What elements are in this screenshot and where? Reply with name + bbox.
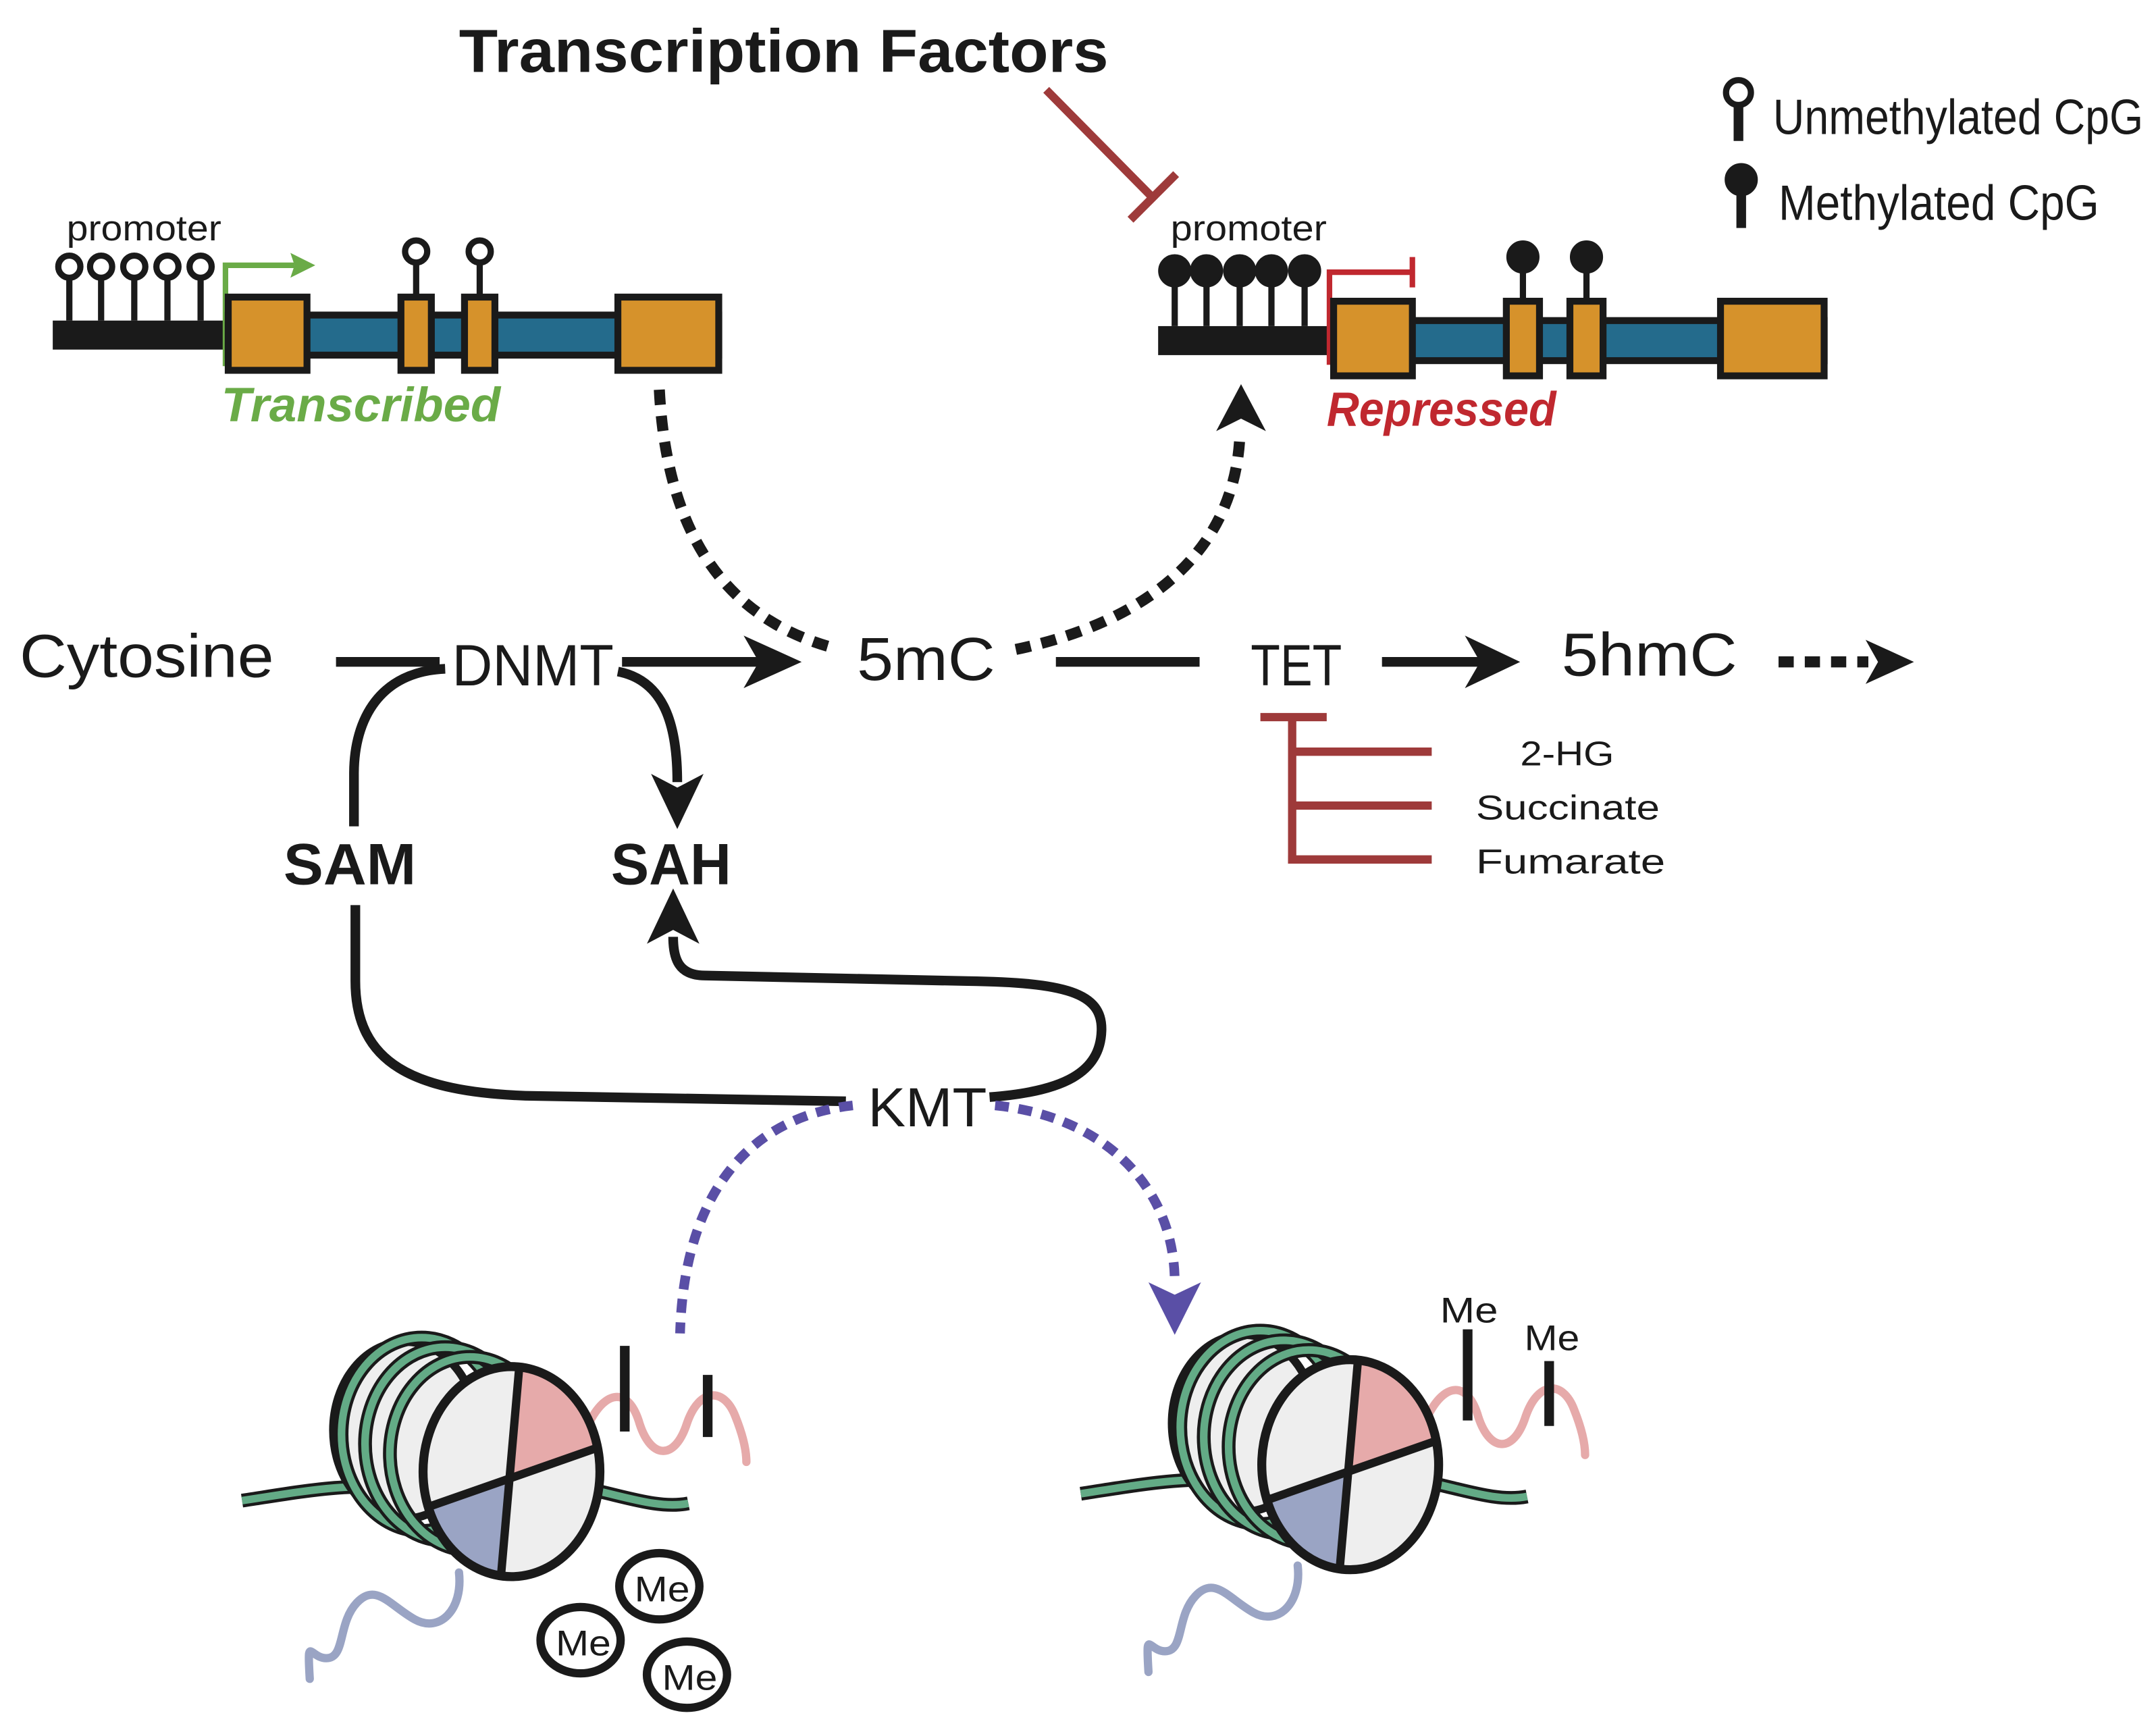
dotted-link-gene-to-5mc — [654, 389, 831, 652]
legend-unmethylated-label: Unmethylated CpG — [1773, 88, 2143, 145]
inhibitor-fumarate: Fumarate — [1476, 842, 1665, 881]
exon-1-right — [1330, 297, 1416, 379]
gene-body-unmethylated-cpgs — [402, 237, 494, 297]
5hmc-label: 5hmC — [1562, 621, 1737, 689]
gene-state-repressed: Repressed — [1327, 382, 1557, 436]
purple-dotted-from-nucleosome — [675, 1100, 853, 1334]
exon-2-left — [397, 293, 435, 374]
free-methyl-groups: Me Me Me — [536, 1548, 731, 1712]
promoter-label-right: promoter — [1171, 209, 1327, 248]
methyl-group-circle — [536, 1602, 625, 1678]
sam-label: SAM — [284, 833, 416, 897]
inhibitor-2hg: 2-HG — [1520, 735, 1614, 773]
promoter-unmethylated-cpgs — [55, 252, 215, 321]
unmethylated-cpg-icon — [1723, 77, 1754, 141]
dotted-arrowhead-up — [1216, 384, 1266, 431]
curve-dnmt-sam — [349, 664, 446, 827]
promoter-label-left: promoter — [67, 209, 221, 248]
tf-inhibition-symbol — [1043, 86, 1180, 223]
promoter-bar-right — [1158, 325, 1336, 355]
nucleosome-methylated — [1080, 1323, 1589, 1677]
cytosine-label: Cytosine — [20, 623, 274, 691]
arrowhead-dnmt-5mc — [743, 635, 802, 689]
purple-arrowhead-down — [1148, 1282, 1201, 1335]
gene-body-methylated-cpgs — [1506, 240, 1604, 302]
arrowhead-tet-5hmc — [1465, 635, 1521, 689]
methyl-mark-label-2: Me — [1524, 1318, 1579, 1358]
methyl-mark-label-1: Me — [1440, 1290, 1498, 1330]
gene-state-transcribed: Transcribed — [221, 378, 502, 432]
legend: Unmethylated CpG Methylated CpG — [1723, 77, 2143, 230]
gene-transcribed: promoter Transcribed — [53, 209, 722, 432]
exon-2-right — [1502, 297, 1544, 379]
histone-tail-blue — [305, 1568, 464, 1683]
methyl-group-label: Me — [556, 1623, 611, 1663]
inhibitor-succinate: Succinate — [1476, 788, 1660, 827]
unmodified-lysine-sticks — [620, 1346, 713, 1438]
curve-kmt-sah — [668, 937, 1107, 1102]
legend-methylated-label: Methylated CpG — [1779, 174, 2099, 230]
promoter-methylated-cpgs — [1158, 254, 1321, 326]
tet-inhibition-bracket — [1260, 712, 1432, 864]
sah-label: SAH — [611, 833, 731, 897]
methyl-group-circle — [642, 1637, 731, 1712]
gene-repressed: promoter Repressed — [1158, 209, 1828, 436]
histone-tail-blue — [1143, 1561, 1303, 1677]
methyl-group-circle — [614, 1548, 704, 1624]
nucleosome-unmethylated — [240, 1330, 751, 1683]
tet-label: TET — [1251, 633, 1342, 698]
methyl-group-label: Me — [662, 1658, 718, 1698]
exon-4-left — [614, 293, 722, 374]
arrowhead-to-sah-up — [647, 888, 700, 944]
exon-3-left — [461, 293, 499, 374]
methyl-group-label: Me — [635, 1570, 690, 1610]
exon-4-right — [1716, 297, 1828, 379]
purple-dotted-to-nucleosome — [995, 1100, 1180, 1282]
kmt-label: KMT — [868, 1077, 987, 1138]
curve-sam-kmt — [350, 905, 846, 1107]
transcription-blocked-icon — [1326, 257, 1415, 365]
title-transcription-factors: Transcription Factors — [459, 17, 1109, 85]
methylated-lysine-sticks: Me Me — [1440, 1290, 1579, 1426]
dnmt-label: DNMT — [452, 633, 614, 698]
5mc-label: 5mC — [857, 625, 995, 693]
arrowhead-to-sah-down — [651, 773, 704, 829]
histone-tail-pink — [584, 1391, 751, 1467]
curve-dnmt-sah — [616, 666, 683, 783]
promoter-bar-left — [53, 320, 230, 350]
methylated-cpg-icon — [1725, 163, 1758, 228]
arrowhead-5hmc-onward — [1865, 639, 1914, 684]
exon-1-left — [224, 293, 311, 374]
dotted-link-5mc-to-gene — [1014, 439, 1246, 655]
histone-tail-pink — [1423, 1384, 1589, 1459]
exon-3-right — [1566, 297, 1607, 379]
